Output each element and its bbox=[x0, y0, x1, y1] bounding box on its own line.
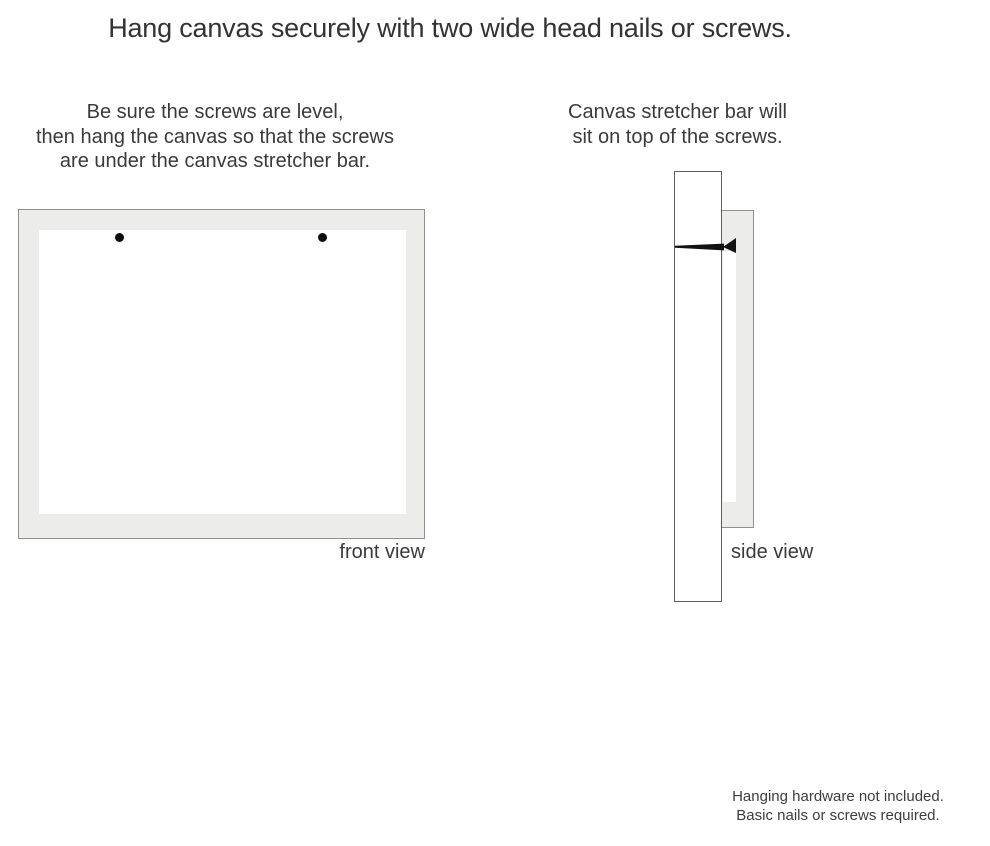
front-instructions-line: are under the canvas stretcher bar. bbox=[59, 150, 371, 172]
side-instructions: Canvas stretcher bar will sit on top of … bbox=[545, 100, 810, 149]
hardware-footnote-line: Basic nails or screws required. bbox=[736, 806, 940, 824]
side-view-label: side view bbox=[731, 541, 814, 563]
front-instructions-line: then hang the canvas so that the screws bbox=[36, 125, 394, 148]
side-instructions-line: Canvas stretcher bar will bbox=[568, 101, 787, 123]
side-instructions-line: sit on top of the screws. bbox=[572, 125, 783, 148]
wall-bar bbox=[674, 171, 722, 602]
nail-icon bbox=[675, 238, 736, 253]
canvas-face-front bbox=[39, 230, 406, 514]
canvas-side-inner-gap bbox=[723, 251, 736, 502]
page-title: Hang canvas securely with two wide head … bbox=[108, 13, 792, 43]
hardware-footnote-line: Hanging hardware not included. bbox=[732, 788, 944, 805]
front-view-label: front view bbox=[339, 541, 425, 563]
front-instructions-line: Be sure the screws are level, bbox=[86, 101, 344, 123]
front-instructions: Be sure the screws are level, then hang … bbox=[0, 100, 430, 174]
screw-dot-right-icon bbox=[318, 233, 327, 242]
hardware-footnote: Hanging hardware not included. Basic nai… bbox=[698, 788, 978, 825]
screw-dot-left-icon bbox=[115, 233, 124, 242]
